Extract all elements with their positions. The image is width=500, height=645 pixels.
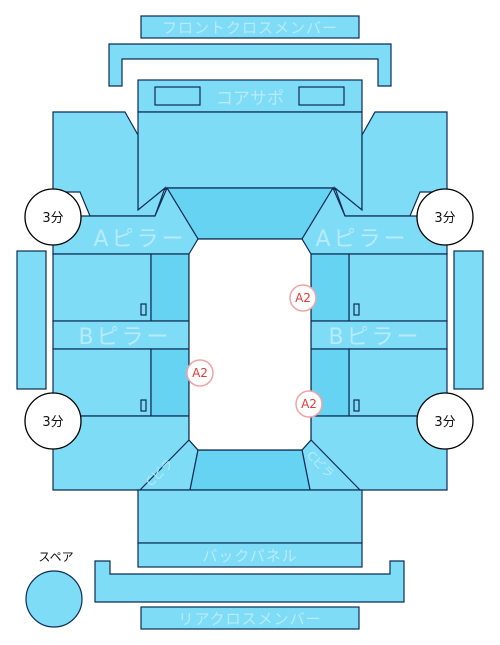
right-b-pillar-label: Bピラー <box>328 325 421 350</box>
rear-left-wheel-marker[interactable]: 3分 <box>24 392 82 450</box>
rear-right-wheel-marker[interactable]: 3分 <box>416 392 474 450</box>
front-cross-member-label: フロントクロスメンバー <box>162 19 338 37</box>
right-front-door[interactable] <box>310 253 448 322</box>
left-rear-door-handle <box>140 399 147 412</box>
right-side-sill[interactable] <box>453 250 484 390</box>
left-front-door[interactable] <box>52 253 190 322</box>
svg-text:3分: 3分 <box>42 211 63 226</box>
damage-marker-right-lower[interactable]: A2 <box>295 390 323 418</box>
svg-text:3分: 3分 <box>42 415 63 430</box>
svg-text:3分: 3分 <box>434 415 455 430</box>
left-b-pillar-label: Bピラー <box>78 325 171 350</box>
spare-label: スペア <box>38 550 73 564</box>
svg-text:A2: A2 <box>192 366 208 380</box>
left-side-sill[interactable] <box>16 250 47 390</box>
svg-text:A2: A2 <box>301 397 317 411</box>
back-panel[interactable]: バックパネル <box>137 542 363 568</box>
right-front-door-handle <box>353 303 360 316</box>
rear-cross-member-label: リアクロスメンバー <box>178 610 321 628</box>
front-right-wheel-marker[interactable]: 3分 <box>416 188 474 246</box>
spare-tire-circle <box>25 570 83 628</box>
front-bracket[interactable] <box>108 43 392 87</box>
right-b-pillar[interactable]: Bピラー <box>310 320 448 350</box>
rear-cross-member[interactable]: リアクロスメンバー <box>140 606 360 630</box>
cabin-opening <box>188 238 312 451</box>
left-a-pillar-label: Aピラー <box>93 227 186 252</box>
damage-marker-right-upper[interactable]: A2 <box>289 284 317 312</box>
right-rear-door-handle <box>353 399 360 412</box>
trunk-area[interactable] <box>137 489 363 544</box>
back-panel-label: バックパネル <box>202 547 297 565</box>
front-left-wheel-marker[interactable]: 3分 <box>24 188 82 246</box>
left-b-pillar[interactable]: Bピラー <box>52 320 190 350</box>
front-cross-member[interactable]: フロントクロスメンバー <box>140 15 360 39</box>
core-support-label: コアサポ <box>216 89 284 109</box>
damage-marker-left-middle[interactable]: A2 <box>186 359 214 387</box>
left-front-door-handle <box>140 303 147 316</box>
core-support-slot-right <box>298 86 345 106</box>
core-support-slot-left <box>154 86 201 106</box>
core-support[interactable]: コアサポ <box>137 79 363 113</box>
right-a-pillar-label: Aピラー <box>315 227 408 252</box>
svg-text:A2: A2 <box>295 291 311 305</box>
spare-tire[interactable]: スペア <box>25 550 83 628</box>
rear-bracket[interactable] <box>94 560 405 603</box>
rear-window-frame[interactable] <box>189 449 311 491</box>
svg-text:3分: 3分 <box>434 211 455 226</box>
